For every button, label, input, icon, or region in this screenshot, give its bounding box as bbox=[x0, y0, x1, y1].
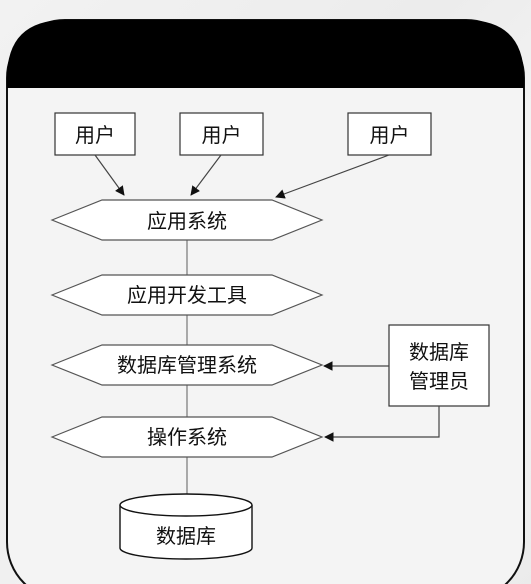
user-label-1: 用户 bbox=[75, 123, 115, 147]
database-cylinder: 数据库 bbox=[119, 493, 253, 560]
user-box-1: 用户 bbox=[54, 112, 136, 156]
arrow-user1 bbox=[94, 154, 125, 196]
layer-dbms: 数据库管理系统 bbox=[50, 344, 324, 386]
dba-label-line2: 管理员 bbox=[409, 369, 469, 393]
layer-label-3: 数据库管理系统 bbox=[117, 353, 257, 377]
header-band bbox=[7, 20, 524, 88]
arrow-dba-to-os bbox=[324, 406, 440, 442]
layer-label-1: 应用系统 bbox=[147, 209, 227, 233]
layer-label-2: 应用开发工具 bbox=[127, 283, 247, 307]
database-label: 数据库 bbox=[156, 524, 216, 548]
layer-dev-tools: 应用开发工具 bbox=[50, 274, 324, 316]
arrow-user2 bbox=[190, 154, 222, 196]
user-box-3: 用户 bbox=[347, 112, 432, 156]
arrow-user3 bbox=[275, 154, 390, 199]
dba-label-line1: 数据库 bbox=[409, 340, 469, 364]
user-label-2: 用户 bbox=[202, 123, 242, 147]
layer-os: 操作系统 bbox=[50, 416, 324, 458]
user-box-2: 用户 bbox=[179, 112, 264, 156]
dba-box: 数据库 管理员 bbox=[388, 324, 490, 407]
user-label-3: 用户 bbox=[370, 123, 410, 147]
layer-label-4: 操作系统 bbox=[147, 425, 227, 449]
layer-application-system: 应用系统 bbox=[50, 199, 324, 241]
